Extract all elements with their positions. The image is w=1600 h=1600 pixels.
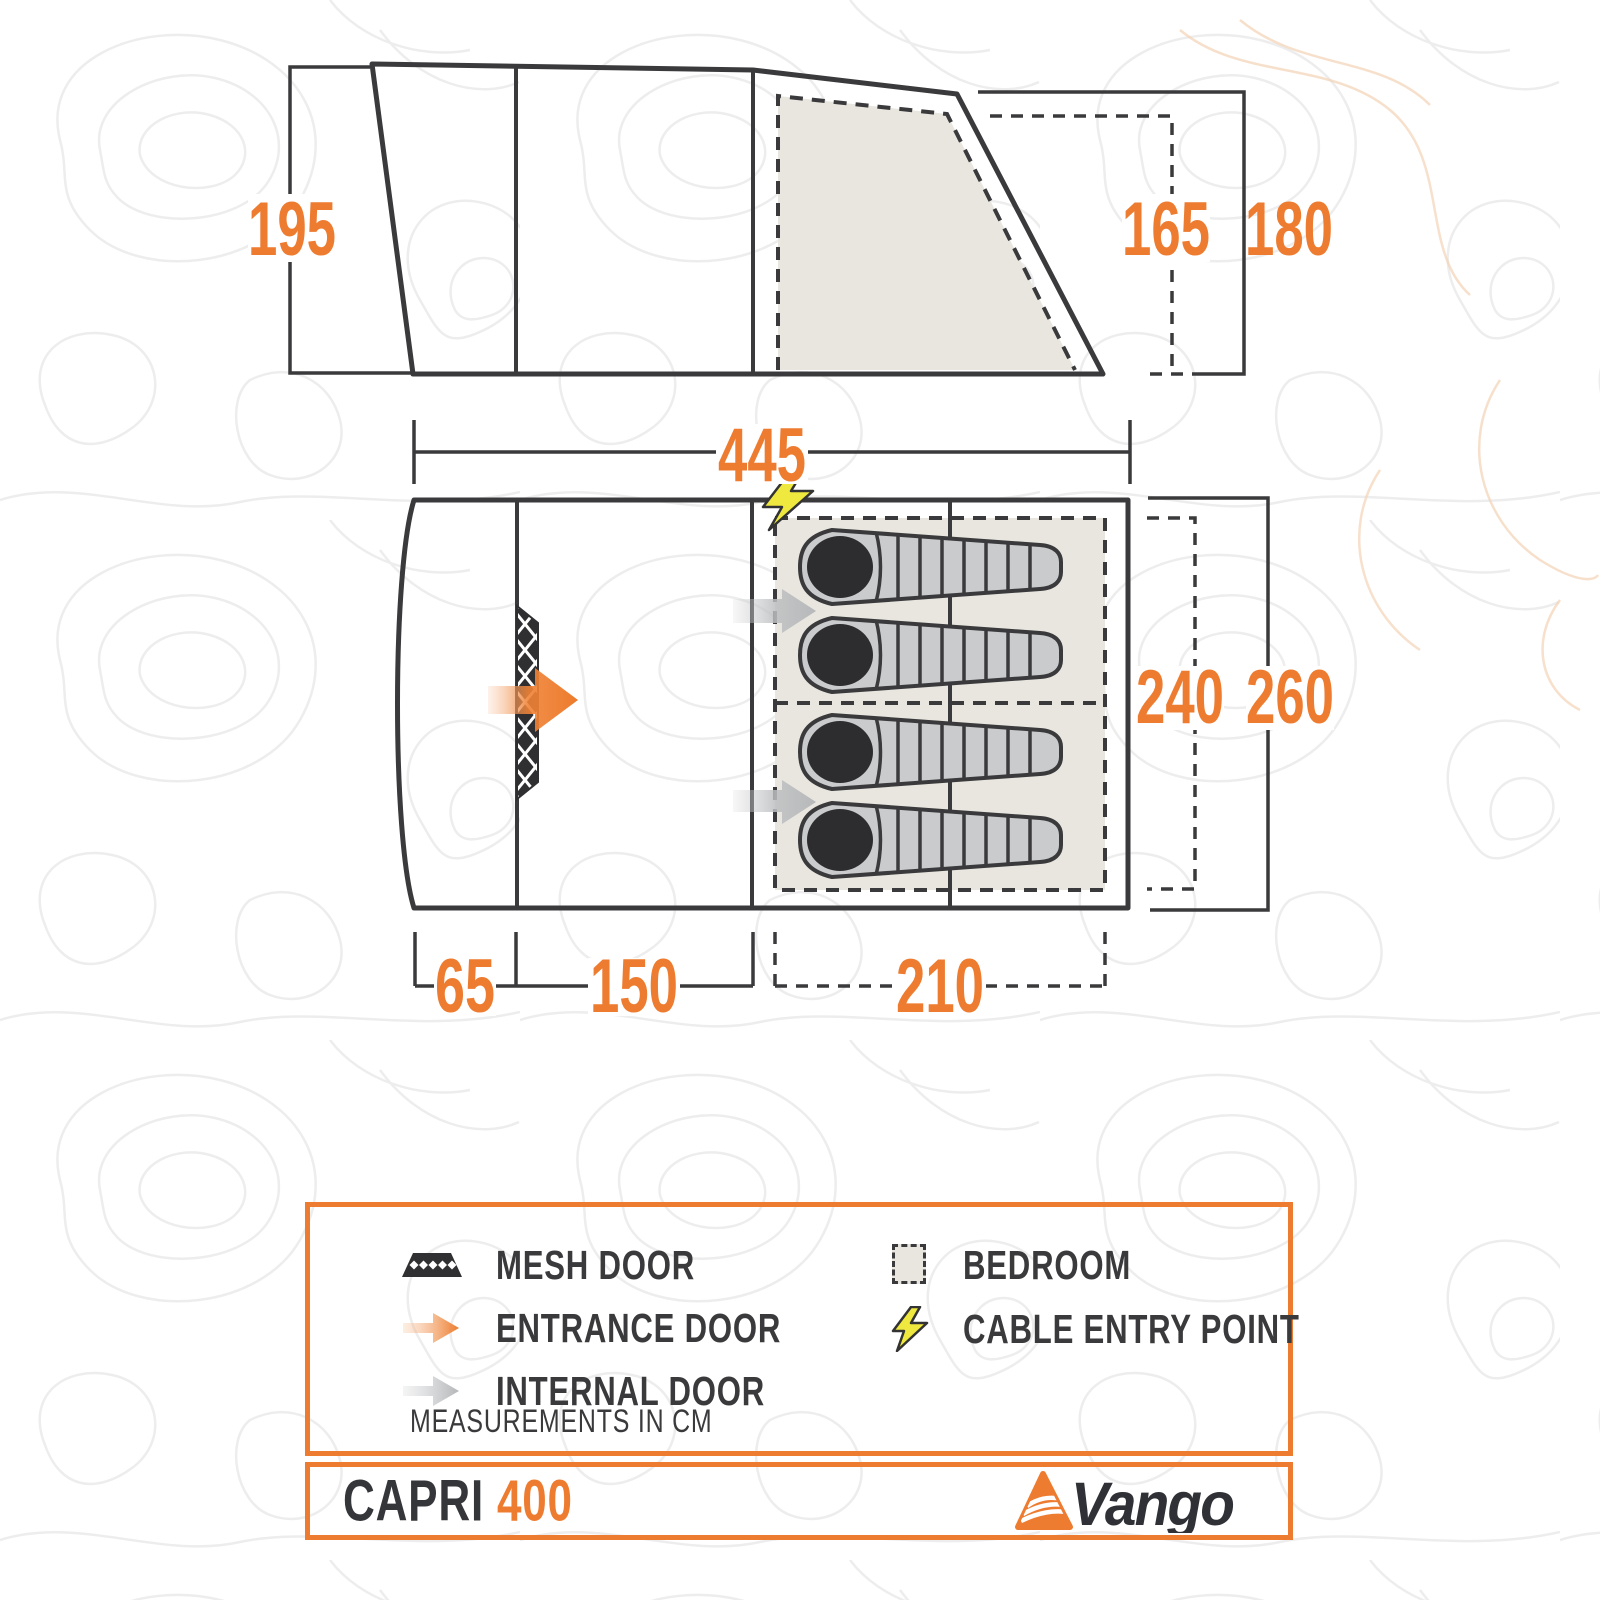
entrance-door-arrow-icon [488,668,578,732]
dimension-label-width-total: 260 [1246,655,1334,740]
bedroom-dashed-outline-side [776,93,1077,371]
floor-plan-view [395,466,1270,988]
mesh-door-icon [402,1253,462,1277]
tent-profile-outline [369,61,1106,377]
legend-label-bedroom: BEDROOM [963,1242,1132,1288]
dimension-label-porch-depth: 65 [435,944,495,1029]
dimension-label-height-front: 195 [248,187,336,272]
legend-label-cable-entry: CABLE ENTRY POINT [963,1306,1300,1352]
topo-accent-contours [1179,19,1600,712]
bedroom-area-side [778,96,1075,370]
tent-profile-seams [514,65,755,374]
bedroom-swatch-icon [892,1244,926,1284]
dimension-label-height-max: 180 [1245,187,1333,272]
side-elevation-view [288,61,1246,484]
dimension-label-backgrounds [248,194,1334,1016]
legend-label-entrance-door: ENTRANCE DOOR [496,1305,782,1351]
vango-logo: Vango [1015,1470,1236,1533]
dimension-label-bedroom-width: 240 [1136,655,1224,740]
dimension-bracket-180 [978,90,1246,376]
entrance-door-arrow-icon [403,1313,459,1343]
legend-note-measurements: MEASUREMENTS IN CM [410,1403,713,1439]
dimension-label-height-bedroom: 165 [1122,187,1210,272]
dimension-bracket-65-150 [413,932,755,988]
legend-box: MESH DOOR ENTRANCE DOOR INTERNAL DOOR ME… [305,1202,1299,1456]
internal-door-arrow-icon [733,780,816,824]
dimension-label-bedroom-depth: 210 [896,944,984,1029]
product-title: CAPRI 400 [343,1468,645,1535]
internal-door-arrow-icon [403,1376,459,1406]
tent-floor-outline [395,497,1131,911]
dimension-label-length-total: 445 [718,413,806,498]
internal-door-arrow-icon [733,589,816,633]
dimension-label-living-depth: 150 [590,944,678,1029]
product-size: 400 [496,1468,573,1534]
product-model: CAPRI [343,1468,484,1534]
legend-label-internal-door: INTERNAL DOOR [496,1368,765,1414]
title-bar: CAPRI 400 Vango [305,1462,1293,1540]
cable-entry-icon [891,1306,929,1352]
dimension-bracket-210 [773,932,1107,988]
vango-logo-text: Vango [1071,1470,1234,1533]
legend-label-mesh-door: MESH DOOR [496,1242,696,1288]
